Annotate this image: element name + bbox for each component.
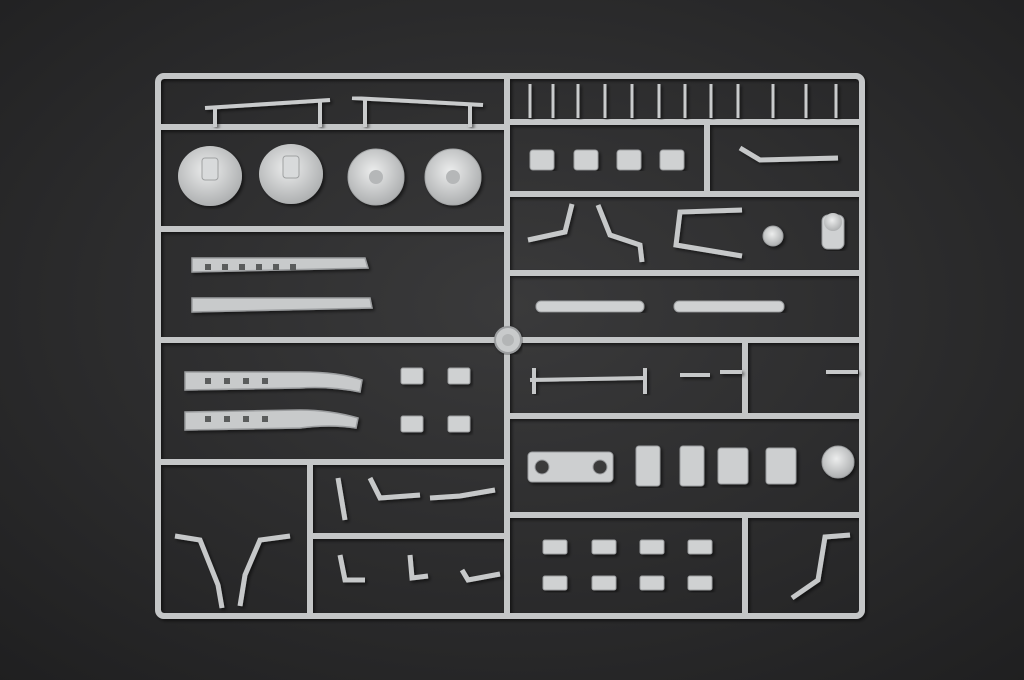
upper-rods <box>204 96 484 127</box>
center-hub <box>494 326 522 354</box>
drum-parts <box>178 144 482 206</box>
valve-parts <box>762 213 845 250</box>
pins-row <box>528 84 838 118</box>
brackets <box>529 149 685 171</box>
lower-brackets <box>542 539 713 591</box>
rails <box>535 300 785 313</box>
housings <box>527 445 855 487</box>
axle-parts <box>529 368 858 394</box>
exhaust-manifolds <box>184 257 373 431</box>
small-blocks <box>400 367 471 433</box>
pipes <box>174 145 851 609</box>
